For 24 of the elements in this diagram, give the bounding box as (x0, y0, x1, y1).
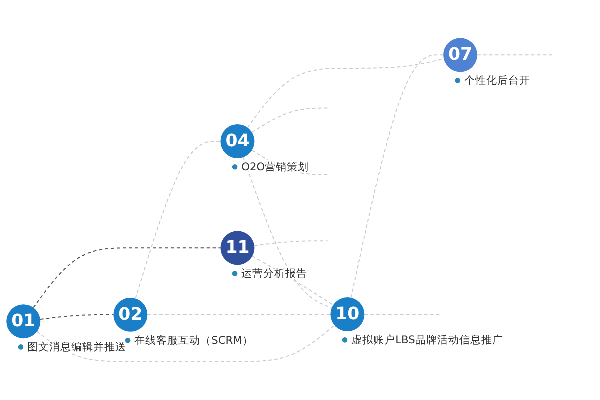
node-circle: 11 (220, 231, 255, 266)
connector (242, 157, 332, 309)
connector (252, 108, 328, 134)
connector (247, 58, 444, 128)
connector (135, 141, 222, 300)
connector (40, 314, 114, 320)
connector (254, 240, 328, 246)
node-caption: 在线客服互动（SCRM） (134, 334, 254, 347)
node-caption: 运营分析报告 (242, 267, 308, 280)
node-caption: 图文消息编辑并推送 (28, 340, 127, 354)
node-circle: 01 (6, 304, 41, 339)
node-circle: 04 (220, 124, 255, 158)
connector (364, 314, 442, 316)
connector (147, 314, 332, 316)
node-circle: 02 (114, 298, 148, 332)
connector (350, 54, 444, 298)
node-caption: O2O营销策划 (242, 160, 310, 174)
node-circle: 07 (444, 38, 478, 72)
connector (477, 54, 554, 56)
connector (33, 248, 222, 308)
node-circle: 10 (330, 298, 365, 332)
node-caption: 虚拟账户LBS品牌活动信息推广 (352, 334, 504, 346)
node-caption: 个性化后台开 (464, 74, 531, 88)
connector (36, 324, 336, 362)
